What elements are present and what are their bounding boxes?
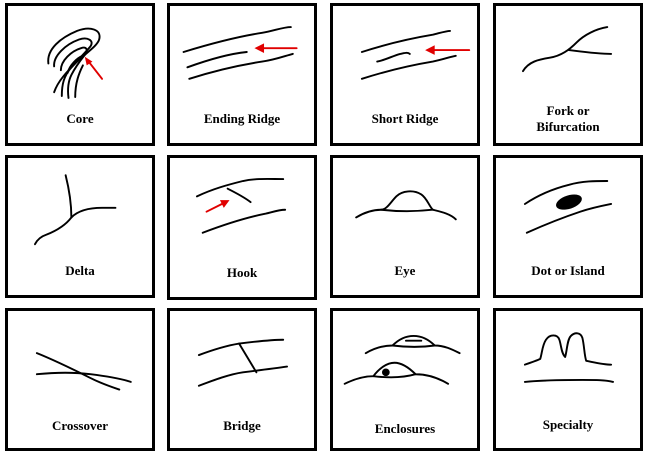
card-fork: Fork or Bifurcation	[493, 3, 643, 146]
label-line: Short Ridge	[371, 111, 439, 126]
crossover-diagram	[35, 352, 132, 391]
card-label: Ending Ridge	[170, 111, 314, 127]
card-delta: Delta	[5, 155, 155, 298]
island-dot	[556, 194, 582, 210]
label-line: Fork or	[546, 103, 590, 118]
card-bridge: Bridge	[167, 308, 317, 451]
label-line: Bifurcation	[536, 119, 600, 134]
card-label: Crossover	[8, 418, 152, 434]
core-diagram	[47, 27, 103, 99]
card-short-ridge: Short Ridge	[330, 3, 480, 146]
card-label: Hook	[170, 265, 314, 281]
card-ending-ridge: Ending Ridge	[167, 3, 317, 146]
card-specialty: Specialty	[493, 308, 643, 451]
label-line: Dot or Island	[531, 263, 605, 278]
label-line: Ending Ridge	[203, 111, 281, 126]
enclosure-dot	[382, 368, 390, 377]
card-label: Enclosures	[333, 421, 477, 437]
specialty-diagram	[523, 332, 614, 383]
label-line: Delta	[65, 263, 95, 278]
card-eye: Eye	[330, 155, 480, 298]
card-label: Core	[8, 111, 152, 127]
hook-diagram	[195, 177, 287, 234]
card-core: Core	[5, 3, 155, 146]
label-line: Crossover	[51, 418, 109, 433]
card-label: Short Ridge	[333, 111, 477, 127]
label-line: Specialty	[542, 417, 594, 432]
card-label: Eye	[333, 263, 477, 279]
ending-ridge-diagram	[182, 26, 298, 80]
eye-diagram	[355, 190, 457, 221]
card-dot-island: Dot or Island	[493, 155, 643, 298]
delta-diagram	[34, 174, 117, 246]
bridge-diagram	[197, 338, 288, 387]
fork-diagram	[522, 26, 613, 73]
card-label: Delta	[8, 263, 152, 279]
label-line: Hook	[226, 265, 258, 280]
card-label: Specialty	[496, 417, 640, 433]
card-crossover: Crossover	[5, 308, 155, 451]
enclosures-diagram	[343, 334, 461, 385]
card-hook: Hook	[167, 155, 317, 300]
label-line: Enclosures	[374, 421, 436, 436]
card-label: Fork or Bifurcation	[496, 103, 640, 135]
card-enclosures: Enclosures	[330, 308, 480, 451]
dot-island-diagram	[523, 180, 613, 234]
short-ridge-diagram	[360, 29, 471, 80]
label-line: Bridge	[223, 418, 261, 433]
label-line: Eye	[394, 263, 416, 278]
card-label: Dot or Island	[496, 263, 640, 279]
label-line: Core	[66, 111, 94, 126]
card-label: Bridge	[170, 418, 314, 434]
